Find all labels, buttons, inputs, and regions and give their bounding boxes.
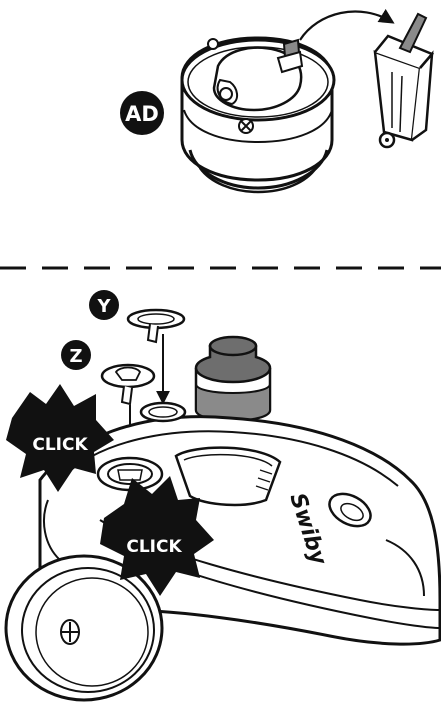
trash-bin-icon: [375, 14, 432, 147]
filter-part-y: [128, 310, 184, 342]
screw-icon: [239, 119, 253, 133]
badge-y-label: Y: [96, 296, 111, 317]
filter-housing-top: [182, 38, 334, 192]
step-badge-z: Z: [61, 340, 91, 370]
badge-ad-label: AD: [125, 102, 159, 126]
click-bottom-label: CLICK: [126, 537, 182, 557]
discard-arrow: [300, 12, 392, 40]
vacuum-wheel: [6, 556, 162, 700]
step-badge-y: Y: [89, 290, 119, 320]
filter-part-z: [102, 365, 154, 404]
step-badge-ad: AD: [120, 91, 164, 135]
badge-z-label: Z: [69, 346, 82, 367]
click-top-label: CLICK: [32, 435, 88, 455]
motor-filter-cylinder: [196, 337, 270, 421]
